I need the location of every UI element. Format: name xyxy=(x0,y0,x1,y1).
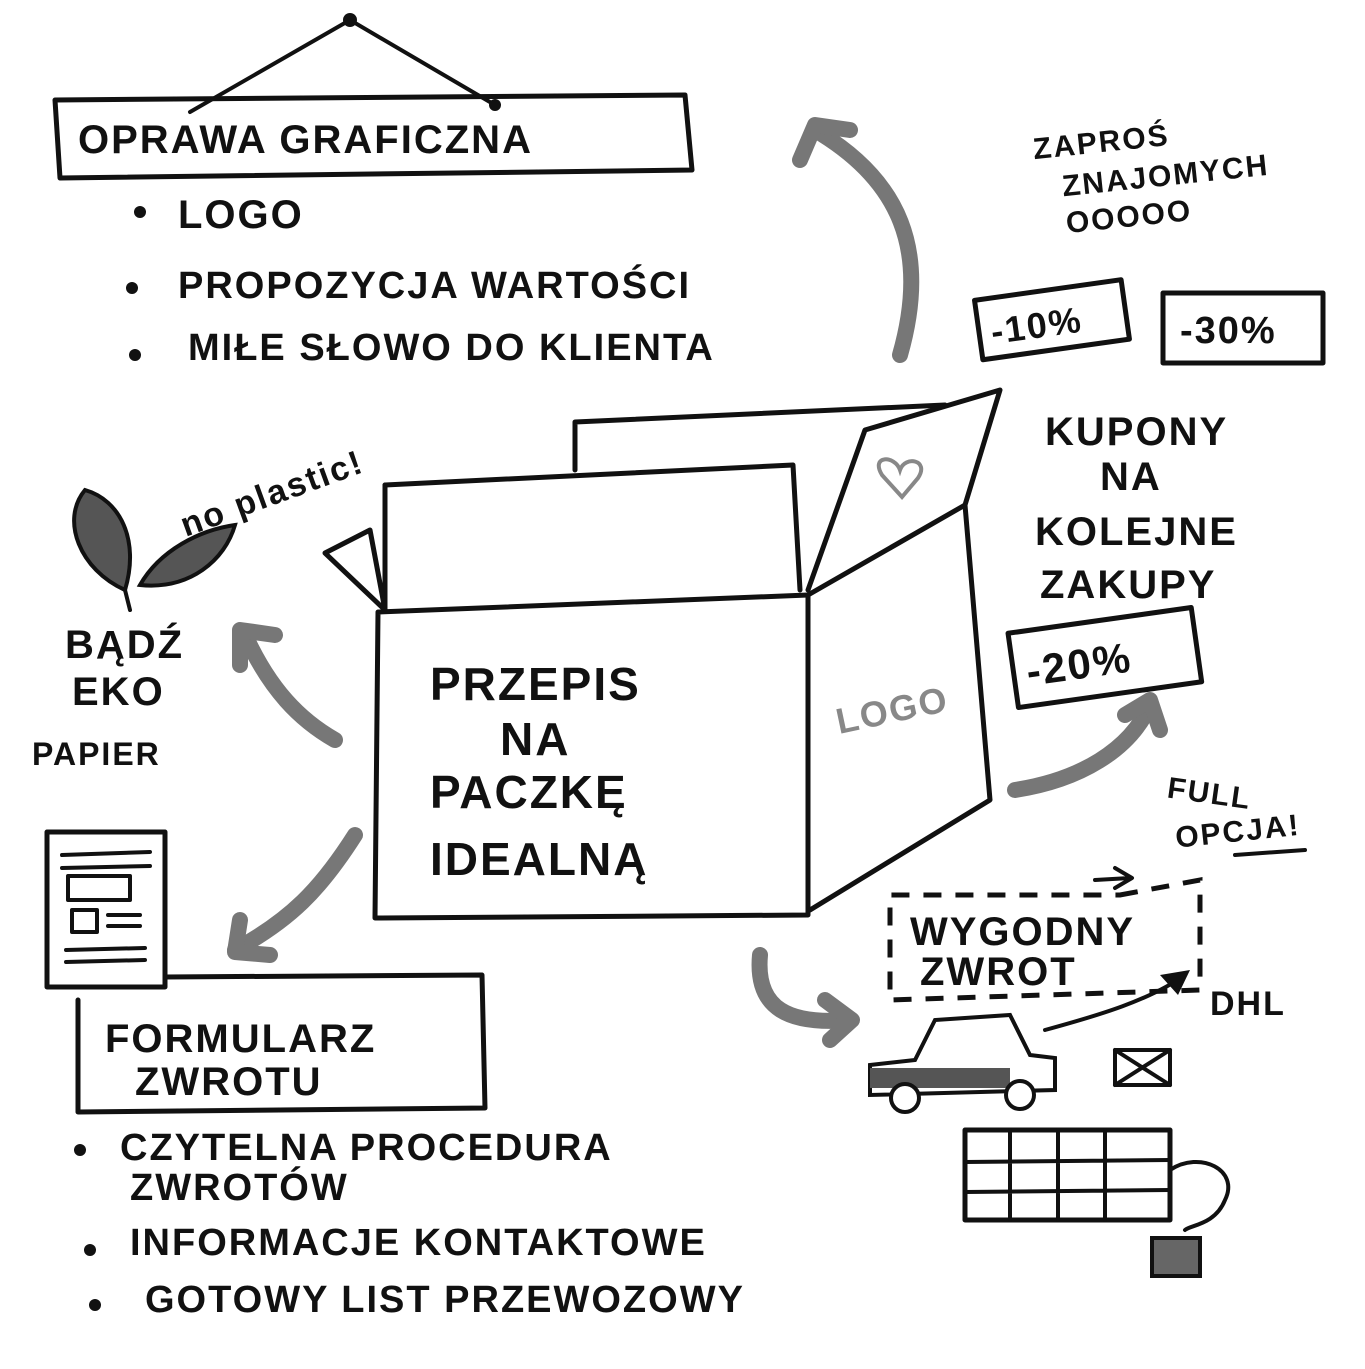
bullet-logo: LOGO xyxy=(178,193,304,237)
no-plastic-note: no plastic! xyxy=(175,443,368,544)
coupons-line-4: ZAKUPY xyxy=(1040,563,1216,607)
form-bullet-2: INFORMACJE KONTAKTOWE xyxy=(130,1222,707,1264)
convenient-line-2: ZWROT xyxy=(920,950,1077,994)
form-bullets: CZYTELNA PROCEDURA ZWROTÓW INFORMACJE KO… xyxy=(74,1127,745,1321)
bullet-kind-word: MIŁE SŁOWO DO KLIENTA xyxy=(188,327,715,369)
form-bullet-3: GOTOWY LIST PRZEWOZOWY xyxy=(145,1279,745,1321)
heart-icon xyxy=(876,457,923,501)
coupon-20-label: -20% xyxy=(1023,634,1135,695)
form-title-1: FORMULARZ xyxy=(105,1017,376,1061)
center-line-2: NA xyxy=(500,713,570,765)
return-form-doc xyxy=(44,829,168,990)
coupon-20: -20% xyxy=(1005,605,1205,711)
full-option-1: FULL xyxy=(1165,772,1253,816)
coupons-line-1: KUPONY xyxy=(1045,410,1228,454)
coupon-10-label: -10% xyxy=(988,299,1085,352)
center-line-3: PACZKĘ xyxy=(430,766,628,818)
car-icon xyxy=(868,1012,1057,1114)
coupon-30-label: -30% xyxy=(1180,310,1277,352)
return-form-box: FORMULARZ ZWROTU xyxy=(75,972,488,1115)
parcel-locker-icon xyxy=(962,1127,1231,1278)
carrier-label: DHL xyxy=(1210,985,1286,1023)
box-side-logo: LOGO xyxy=(832,678,952,742)
form-title-2: ZWROTU xyxy=(135,1060,323,1104)
coupons-text: KUPONY NA KOLEJNE ZAKUPY xyxy=(1035,410,1238,607)
center-line-4: IDEALNĄ xyxy=(430,833,648,885)
branding-bullets: LOGO PROPOZYCJA WARTOŚCI MIŁE SŁOWO DO K… xyxy=(126,193,715,369)
full-option-2: OPCJA! xyxy=(1174,809,1302,855)
invite-friends: ZAPROŚ ZNAJOMYCH OOOOO xyxy=(1031,118,1270,240)
coupons-line-3: KOLEJNE xyxy=(1035,510,1238,554)
eco-line-1: BĄDŹ xyxy=(65,622,184,667)
branding-title: OPRAWA GRAFICZNA xyxy=(78,118,533,162)
coupon-30: -30% xyxy=(1160,290,1326,366)
form-bullet-1a: CZYTELNA PROCEDURA xyxy=(120,1127,613,1169)
arrows xyxy=(227,117,1168,1048)
parcel-box: LOGO PRZEPIS NA PACZKĘ IDEALNĄ xyxy=(322,387,1003,921)
returns-section: FULL OPCJA! WYGODNY ZWROT DHL xyxy=(868,772,1307,1278)
bullet-value-proposition: PROPOZYCJA WARTOŚCI xyxy=(178,263,691,307)
coupons-line-2: NA xyxy=(1100,455,1162,499)
branding-sign: OPRAWA GRAFICZNA xyxy=(52,13,695,181)
coupon-10: -10% xyxy=(972,277,1132,363)
envelope-icon xyxy=(1113,1048,1172,1087)
invite-line-1: ZAPROŚ xyxy=(1031,118,1171,166)
center-line-1: PRZEPIS xyxy=(430,658,641,710)
form-bullet-1b: ZWROTÓW xyxy=(130,1165,349,1209)
convenient-line-1: WYGODNY xyxy=(910,910,1135,954)
eco-material: PAPIER xyxy=(32,736,161,772)
eco-line-2: EKO xyxy=(72,670,165,714)
